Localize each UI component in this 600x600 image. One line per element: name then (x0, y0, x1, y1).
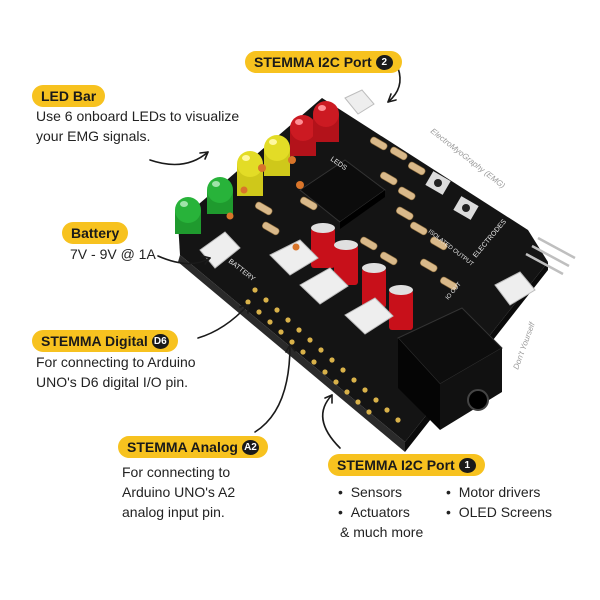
list-item-oled-screens: • OLED Screens (446, 504, 553, 520)
stemma-i2c-1-title: STEMMA I2C Port (337, 457, 455, 473)
stemma-digital-description: For connecting to Arduino UNO's D6 digit… (36, 352, 196, 392)
led-bar-leds (175, 101, 339, 234)
battery-description: 7V - 9V @ 1A (70, 244, 156, 264)
stemma-digital-desc-line1: For connecting to Arduino (36, 354, 196, 370)
arrow-stemma-i2c-2 (387, 67, 401, 103)
stemma-analog-description: For connecting to Arduino UNO's A2 analo… (122, 462, 235, 522)
push-buttons (425, 171, 479, 220)
list-item-actuators: • Actuators (338, 504, 410, 520)
arrow-stemma-digital (197, 304, 249, 339)
led-bar-desc-line1: Use 6 onboard LEDs to visualize (36, 108, 240, 124)
board-motto-text: Don't Yourself (511, 320, 537, 370)
stemma-analog-badge: A2 (241, 439, 259, 455)
arrow-stemma-i2c-1 (321, 394, 341, 449)
arrow-led-bar (149, 151, 209, 166)
resistors (255, 136, 458, 291)
stemma-analog-desc-line1: For connecting to (122, 464, 231, 480)
capacitors (311, 223, 413, 330)
barrel-jack (397, 307, 503, 430)
stemma-i2c-2-badge: 2 (375, 54, 393, 70)
stemma-digital-title: STEMMA Digital (41, 333, 148, 349)
smd-components (226, 156, 304, 251)
stemma-i2c-2-label: STEMMA I2C Port 2 (245, 51, 402, 73)
led-bar-label: LED Bar (32, 85, 106, 107)
led-bar-desc-line2: your EMG signals. (36, 128, 151, 144)
list-item-more: & much more (340, 524, 424, 540)
stemma-digital-desc-line2: UNO's D6 digital I/O pin. (36, 374, 189, 390)
header-pins (245, 287, 401, 423)
pcb-board-edge (178, 255, 405, 452)
stemma-digital-label: STEMMA Digital D6 (32, 330, 178, 352)
callout-arrows (149, 67, 401, 449)
stemma-analog-desc-line2: Arduino UNO's A2 (122, 484, 236, 500)
stemma-digital-badge: D6 (151, 333, 169, 349)
stemma-i2c-1-badge: 1 (458, 457, 476, 473)
arrow-stemma-analog (254, 344, 291, 433)
led-bar-description: Use 6 onboard LEDs to visualize your EMG… (36, 106, 239, 146)
battery-desc: 7V - 9V @ 1A (70, 246, 156, 262)
stemma-analog-title: STEMMA Analog (127, 439, 238, 455)
stemma-i2c-1-label: STEMMA I2C Port 1 (328, 454, 485, 476)
stemma-i2c-1-uses-list: • Sensors • Motor drivers • Actuators • … (338, 482, 578, 546)
battery-label: Battery (62, 222, 129, 244)
right-angle-pins (525, 236, 576, 276)
stemma-i2c-2-title: STEMMA I2C Port (254, 54, 372, 70)
stemma-analog-label: STEMMA Analog A2 (118, 436, 268, 458)
stemma-analog-desc-line3: analog input pin. (122, 504, 225, 520)
list-item-motor-drivers: • Motor drivers (446, 484, 541, 500)
battery-title: Battery (71, 225, 120, 241)
list-item-sensors: • Sensors (338, 484, 403, 500)
led-bar-title: LED Bar (41, 88, 97, 104)
arrow-battery (157, 255, 211, 265)
